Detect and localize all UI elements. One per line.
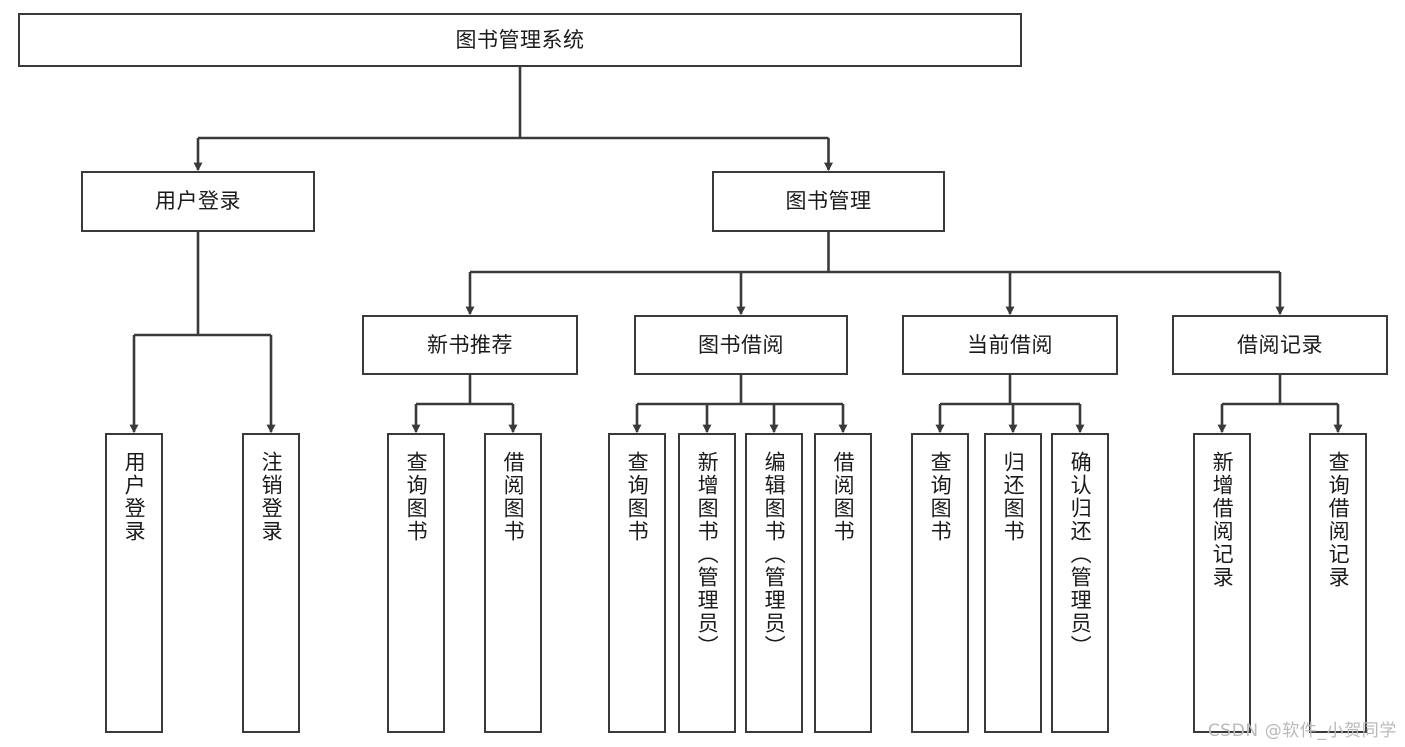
node-label: 查询图书 (404, 451, 429, 543)
node-l-cu-ret[interactable]: 归还图书 (984, 433, 1042, 733)
node-label: 借阅图书 (831, 451, 856, 543)
node-label: 编辑图书（管理员） (762, 451, 787, 658)
node-label: 当前借阅 (967, 332, 1053, 357)
node-l-bo-lend[interactable]: 借阅图书 (814, 433, 872, 733)
node-label: 图书管理 (785, 189, 872, 214)
node-label: 新增图书（管理员） (695, 451, 720, 658)
node-l-logout[interactable]: 注销登录 (242, 433, 300, 733)
node-label: 用户登录 (122, 451, 147, 543)
node-label: 确认归还（管理员） (1068, 451, 1093, 658)
node-l-login[interactable]: 用户登录 (105, 433, 163, 733)
node-label: 查询借阅记录 (1326, 451, 1351, 589)
node-root[interactable]: 图书管理系统 (18, 13, 1022, 67)
node-l-nb-borrow[interactable]: 借阅图书 (484, 433, 542, 733)
node-l-bo-query[interactable]: 查询图书 (608, 433, 666, 733)
node-l-cu-query[interactable]: 查询图书 (911, 433, 969, 733)
node-label: 新增借阅记录 (1210, 451, 1235, 589)
node-label: 归还图书 (1001, 451, 1026, 543)
tree-connectors (129, 67, 1343, 434)
node-label: 借阅图书 (501, 451, 526, 543)
node-current[interactable]: 当前借阅 (902, 315, 1118, 375)
node-login[interactable]: 用户登录 (81, 171, 315, 232)
node-borrow[interactable]: 图书借阅 (634, 315, 848, 375)
node-label: 用户登录 (155, 189, 241, 214)
node-label: 图书借阅 (698, 332, 784, 357)
watermark-credit: CSDN @软件_小贺同学 (1207, 721, 1397, 741)
node-label: 新书推荐 (427, 332, 513, 357)
node-l-bo-edit[interactable]: 编辑图书（管理员） (745, 433, 803, 733)
node-newbook[interactable]: 新书推荐 (362, 315, 578, 375)
node-l-re-query[interactable]: 查询借阅记录 (1309, 433, 1367, 733)
node-l-bo-add[interactable]: 新增图书（管理员） (678, 433, 736, 733)
node-label: 借阅记录 (1237, 332, 1323, 357)
node-records[interactable]: 借阅记录 (1172, 315, 1388, 375)
node-l-nb-query[interactable]: 查询图书 (387, 433, 445, 733)
node-bookmgmt[interactable]: 图书管理 (712, 171, 945, 232)
node-label: 查询图书 (625, 451, 650, 543)
node-label: 图书管理系统 (455, 27, 585, 52)
node-l-re-add[interactable]: 新增借阅记录 (1193, 433, 1251, 733)
node-label: 查询图书 (928, 451, 953, 543)
node-label: 注销登录 (259, 451, 284, 543)
node-l-cu-conf[interactable]: 确认归还（管理员） (1051, 433, 1109, 733)
